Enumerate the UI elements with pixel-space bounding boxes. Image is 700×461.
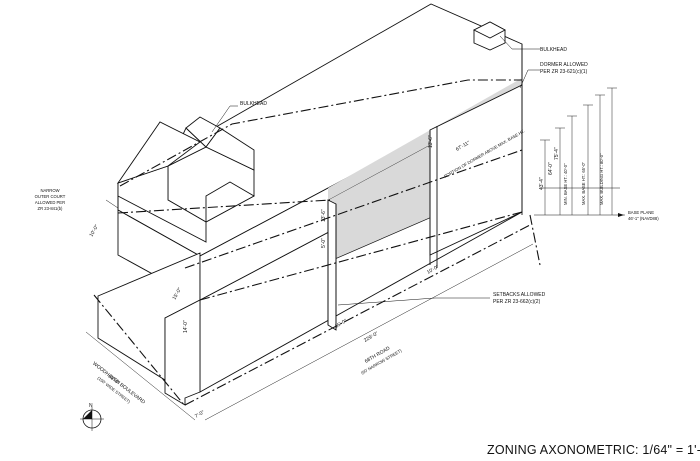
setbacks-label-1: SETBACKS ALLOWED xyxy=(493,292,546,298)
dim-13-6b: 13'-6" xyxy=(428,135,434,148)
dormer-label-1: DORMER ALLOWED xyxy=(540,62,588,68)
dim-10-0: 10'-0" xyxy=(89,224,101,238)
building-massing xyxy=(97,3,523,406)
dim-7-0: 7'-0" xyxy=(194,409,206,419)
north-arrow-icon: N xyxy=(80,403,104,431)
street-left-label-1: WOODHAVEN BOULEVARD xyxy=(91,361,146,406)
outer-court-label-4: ZR 23-841(b) xyxy=(38,206,64,211)
base-plane-label-2: 46'-1" (NAVD88) xyxy=(628,216,659,221)
setbacks-label-2: PER ZR 23-662(c)(2) xyxy=(493,299,541,305)
max-building-height-label: MAX. BUILDING HT.: 80'-0" xyxy=(599,153,604,205)
outer-court-label-3: ALLOWED PER xyxy=(35,200,65,205)
dim-43-4: 43'-4" xyxy=(539,177,545,190)
dim-13-6: 13'-6" xyxy=(321,209,327,222)
outer-court-label-2: OUTER COURT xyxy=(35,194,66,199)
dim-229-0: 229'-0" xyxy=(363,331,380,344)
bulkhead-label-left: BULKHEAD xyxy=(240,101,267,107)
lot-lines xyxy=(93,79,541,407)
dormer-label-2: PER ZR 23-621(c)(1) xyxy=(540,69,588,75)
dim-15-0: 15'-0" xyxy=(172,287,184,301)
max-base-height-label: MAX. BASE HT.: 65'-0" xyxy=(581,161,586,205)
bulkhead-label-top: BULKHEAD xyxy=(540,47,567,53)
left-bulkhead-gable xyxy=(205,181,255,223)
dim-5-0: 5'-0" xyxy=(321,238,327,248)
dim-14-0: 14'-0" xyxy=(183,320,189,333)
dim-75-4: 75'-4" xyxy=(554,147,560,160)
dim-64-0: 64'-0" xyxy=(548,162,554,175)
north-letter: N xyxy=(89,403,93,409)
leaders xyxy=(85,35,625,421)
dim-10-0b: 10'-0" xyxy=(426,264,440,276)
right-bulkhead-top xyxy=(472,21,506,39)
base-plane-label-1: BASE PLANE xyxy=(628,210,654,215)
dim-15-0b: 15'-0" xyxy=(334,318,348,330)
drawing-title: ZONING AXONOMETRIC: 1/64" = 1'-0" xyxy=(487,443,700,457)
base-corner-face xyxy=(164,299,201,406)
left-bulkhead-roof-right xyxy=(205,127,255,171)
min-base-height-label: MIN. BASE HT.: 40'-0" xyxy=(563,163,568,205)
outer-court-label-1: NARROW xyxy=(40,188,59,193)
